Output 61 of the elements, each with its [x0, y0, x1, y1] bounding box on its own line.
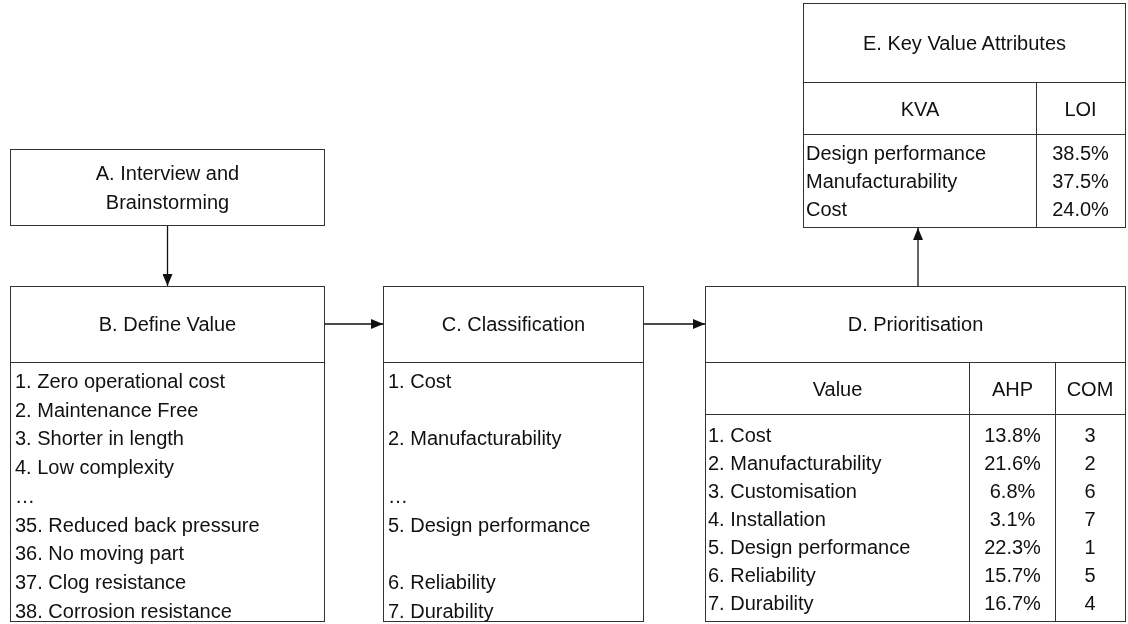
list-item: 35. Reduced back pressure [15, 512, 260, 538]
row-label: 3. Customisation [708, 479, 857, 504]
list-item: 38. Corrosion resistance [15, 598, 232, 624]
row-value: 1 [1084, 535, 1096, 560]
row-label: 6. Reliability [708, 563, 816, 588]
row-value: 7 [1084, 507, 1096, 532]
step-title: B. Define Value [97, 312, 238, 337]
column-heading: COM [1066, 376, 1114, 402]
row-label: Design performance [806, 141, 987, 166]
list-item: 36. No moving part [15, 541, 184, 567]
row-value: 2 [1084, 451, 1096, 476]
column-heading: Value [812, 376, 863, 402]
list-item: 2. Maintenance Free [15, 397, 199, 423]
list-item: 7. Durability [388, 598, 494, 624]
row-label: 7. Durability [708, 591, 814, 616]
process-box [705, 286, 1126, 622]
row-value: 37.5% [1052, 169, 1109, 194]
row-value: 3 [1084, 423, 1096, 448]
list-item: 1. Cost [388, 369, 452, 394]
arrow [913, 227, 923, 287]
list-item: 6. Reliability [388, 569, 496, 595]
list-item: 2. Manufacturability [388, 426, 562, 452]
list-item: 4. Low complexity [15, 455, 174, 481]
process-box [10, 149, 325, 226]
process-box [803, 3, 1126, 228]
row-value: 13.8% [984, 423, 1041, 448]
row-label: 5. Design performance [708, 535, 911, 560]
arrow [643, 319, 706, 329]
list-item: 37. Clog resistance [15, 569, 187, 595]
process-box [10, 286, 325, 622]
row-value: 21.6% [984, 451, 1041, 476]
step-title: C. Classification [440, 312, 587, 337]
row-label: Manufacturability [806, 169, 958, 194]
column-heading: LOI [1064, 96, 1097, 122]
row-label: Cost [806, 197, 848, 222]
row-value: 6 [1084, 479, 1096, 504]
row-value: 38.5% [1052, 141, 1109, 166]
arrow [162, 225, 173, 287]
row-value: 5 [1084, 563, 1096, 588]
column-heading: AHP [991, 376, 1034, 402]
arrow [324, 319, 384, 329]
list-item: 3. Shorter in length [15, 426, 184, 452]
row-value: 22.3% [984, 535, 1041, 560]
list-item: … [15, 483, 35, 509]
row-value: 15.7% [984, 563, 1041, 588]
row-label: 1. Cost [708, 423, 772, 448]
row-value: 6.8% [989, 479, 1036, 504]
step-title: D. Prioritisation [846, 312, 985, 337]
step-title: E. Key Value Attributes [861, 30, 1068, 56]
column-heading: KVA [900, 96, 940, 122]
process-box [383, 286, 644, 622]
step-title: A. Interview and Brainstorming [94, 160, 241, 215]
row-label: 4. Installation [708, 507, 826, 532]
row-value: 24.0% [1052, 197, 1109, 222]
list-item: 1. Zero operational cost [15, 369, 226, 394]
row-value: 3.1% [989, 507, 1036, 532]
list-item: 5. Design performance [388, 512, 591, 538]
list-item: … [388, 483, 408, 509]
row-value: 16.7% [984, 591, 1041, 616]
row-label: 2. Manufacturability [708, 451, 882, 476]
row-value: 4 [1084, 591, 1096, 616]
